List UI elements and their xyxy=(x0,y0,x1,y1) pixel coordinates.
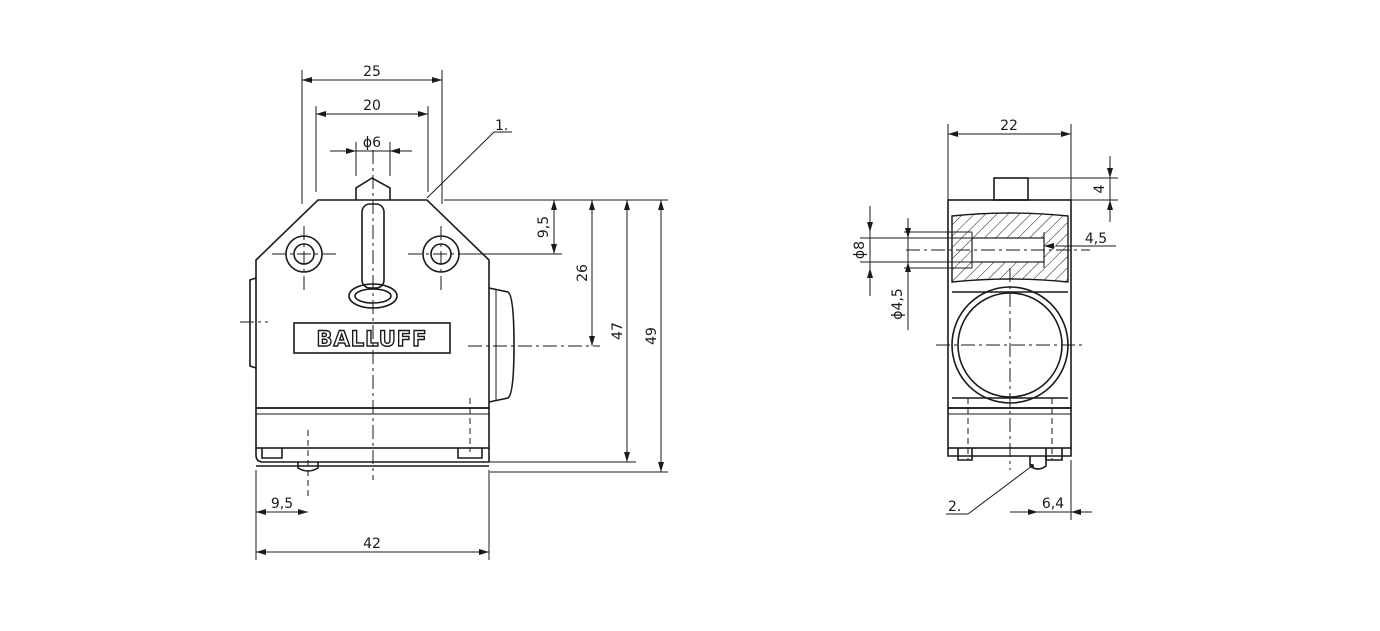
callout-1-label: 1. xyxy=(495,118,508,134)
dim-45r-label: 4,5 xyxy=(1085,231,1107,247)
side-view: 22 4 ϕ8 ϕ4,5 4,5 6,4 2. xyxy=(852,118,1118,520)
front-side-button xyxy=(488,287,515,403)
dim-20-label: 20 xyxy=(363,98,381,114)
dim-22-label: 22 xyxy=(1000,118,1018,134)
side-foot-left xyxy=(957,448,973,461)
front-left-nub xyxy=(249,277,257,369)
dim-64-label: 6,4 xyxy=(1042,496,1064,512)
front-view: BALLUFF 25 20 ϕ6 1. xyxy=(240,64,668,560)
callout-2-leader xyxy=(967,465,1033,515)
dim-26-label: 26 xyxy=(575,264,591,282)
side-plunger xyxy=(993,177,1029,201)
dim-95b-label: 9,5 xyxy=(271,496,293,512)
dim-25-label: 25 xyxy=(363,64,381,80)
dim-49-label: 49 xyxy=(644,327,660,345)
front-foot-left xyxy=(261,448,283,459)
dim-4-label: 4 xyxy=(1092,184,1108,193)
dim-42-label: 42 xyxy=(363,536,381,552)
side-foot-right xyxy=(1045,448,1063,461)
dim-phi8-label: ϕ8 xyxy=(852,241,868,259)
dim-95v-label: 9,5 xyxy=(536,216,552,238)
brand-label-frame xyxy=(293,322,451,354)
front-foot-right xyxy=(457,448,483,459)
front-base-lip xyxy=(255,448,490,463)
callout-2-label: 2. xyxy=(948,499,961,515)
brand-label: BALLUFF xyxy=(316,327,427,351)
dim-phi6-label: ϕ6 xyxy=(363,135,381,151)
callout-1-leader xyxy=(426,131,495,199)
dim-47-label: 47 xyxy=(610,322,626,340)
dim-phi45-label: ϕ4,5 xyxy=(890,288,906,320)
plunger-tip xyxy=(355,177,391,200)
